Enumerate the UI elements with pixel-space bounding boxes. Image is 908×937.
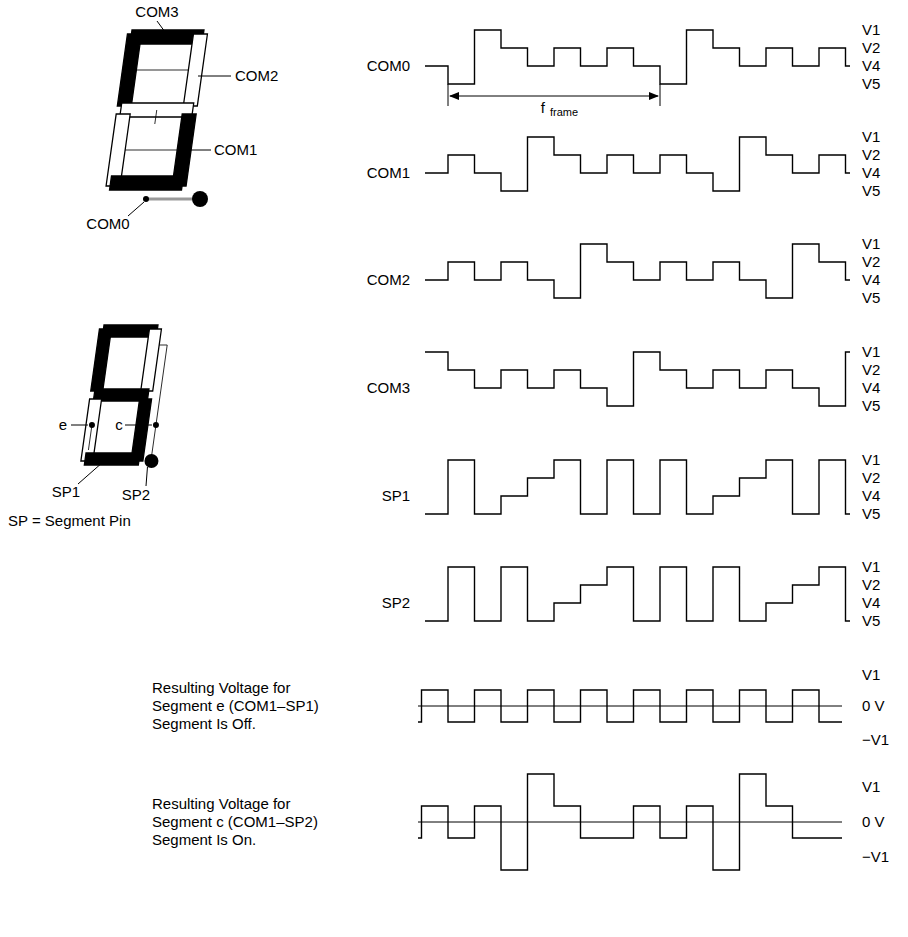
com-label: COM3	[135, 3, 178, 20]
leader-line	[157, 21, 168, 36]
segment-name: c	[115, 416, 123, 433]
voltage-level: V1	[862, 666, 880, 683]
voltage-level: V1	[862, 558, 880, 575]
lcd-segment	[91, 329, 112, 391]
voltage-level: V1	[862, 778, 880, 795]
voltage-level: V5	[862, 505, 880, 522]
voltage-level: V5	[862, 612, 880, 629]
lcd-segment	[131, 399, 152, 461]
leader-line	[198, 76, 231, 77]
dimension-subscript: frame	[548, 106, 580, 119]
voltage-level: V5	[862, 182, 880, 199]
lcd-segment	[84, 453, 140, 465]
signal-name: COM2	[367, 271, 410, 288]
voltage-level: V1	[862, 343, 880, 360]
voltage-level: V5	[862, 75, 880, 92]
decimal-point	[144, 454, 158, 468]
leader-line	[71, 425, 88, 426]
segment-name: e	[59, 416, 67, 433]
backplane-trace	[125, 70, 188, 150]
voltage-level: V1	[862, 128, 880, 145]
com-label: COM0	[86, 215, 129, 232]
junction-dot	[143, 196, 149, 202]
voltage-level: V4	[862, 379, 880, 396]
segment-trace	[87, 345, 167, 457]
waveform	[425, 567, 850, 621]
waveform	[425, 30, 850, 84]
voltage-level: V2	[862, 39, 880, 56]
voltage-level: V1	[862, 451, 880, 468]
voltage-level: V4	[862, 164, 880, 181]
voltage-level: V4	[862, 57, 880, 74]
lcd-segment	[141, 329, 162, 391]
leader-line	[146, 467, 147, 486]
voltage-level: V2	[862, 253, 880, 270]
signal-name: SP1	[382, 487, 410, 504]
signal-name: COM1	[367, 164, 410, 181]
digit-annotations	[71, 21, 231, 486]
voltage-level: V2	[862, 469, 880, 486]
dimension-line	[450, 96, 658, 97]
waveform	[425, 352, 850, 406]
segment-voltage-waveform	[418, 774, 842, 870]
voltage-level: V2	[862, 146, 880, 163]
voltage-level: V1	[862, 235, 880, 252]
decimal-point	[192, 191, 208, 207]
com0-tie	[146, 198, 200, 201]
leader-line	[78, 462, 103, 484]
lcd-digit	[80, 325, 170, 465]
lcd-segment	[110, 176, 184, 190]
lcd-digit	[106, 30, 208, 190]
dimension-tick	[660, 84, 661, 106]
signal-name: COM0	[367, 57, 410, 74]
waveform	[425, 460, 850, 514]
voltage-level: 0 V	[862, 697, 885, 714]
zero-axis	[418, 706, 842, 707]
voltage-level: V5	[862, 289, 880, 306]
voltage-level: V2	[862, 576, 880, 593]
waveform-caption: Resulting Voltage for Segment e (COM1–SP…	[152, 679, 334, 733]
voltage-level: V4	[862, 594, 880, 611]
leader-line	[125, 425, 152, 426]
voltage-level: −V1	[862, 731, 889, 748]
com-label: COM1	[214, 141, 257, 158]
leader-line	[187, 150, 211, 151]
legend-note: SP = Segment Pin	[8, 512, 131, 529]
voltage-level: V4	[862, 487, 880, 504]
voltage-level: V5	[862, 397, 880, 414]
arrowhead	[649, 92, 659, 100]
junction-dot	[89, 422, 95, 428]
voltage-level: 0 V	[862, 813, 885, 830]
segment-voltage-waveform	[418, 690, 842, 722]
waveform-caption: Resulting Voltage for Segment c (COM1–SP…	[152, 795, 334, 849]
dimension-tick	[448, 84, 449, 106]
frame-dimension	[448, 84, 660, 106]
pin-label: SP2	[122, 486, 150, 503]
signal-name: SP2	[382, 594, 410, 611]
leader-line	[128, 202, 144, 216]
com-label: COM2	[235, 67, 278, 84]
dimension-label: f	[539, 99, 547, 116]
signal-name: COM3	[367, 379, 410, 396]
junction-dot	[153, 422, 159, 428]
arrowhead	[449, 92, 459, 100]
waveform	[425, 244, 850, 298]
voltage-level: −V1	[862, 848, 889, 865]
voltage-level: V1	[862, 21, 880, 38]
waveform	[425, 137, 850, 191]
voltage-level: V4	[862, 271, 880, 288]
voltage-level: V2	[862, 361, 880, 378]
pin-label: SP1	[52, 483, 80, 500]
zero-axis	[418, 822, 842, 823]
